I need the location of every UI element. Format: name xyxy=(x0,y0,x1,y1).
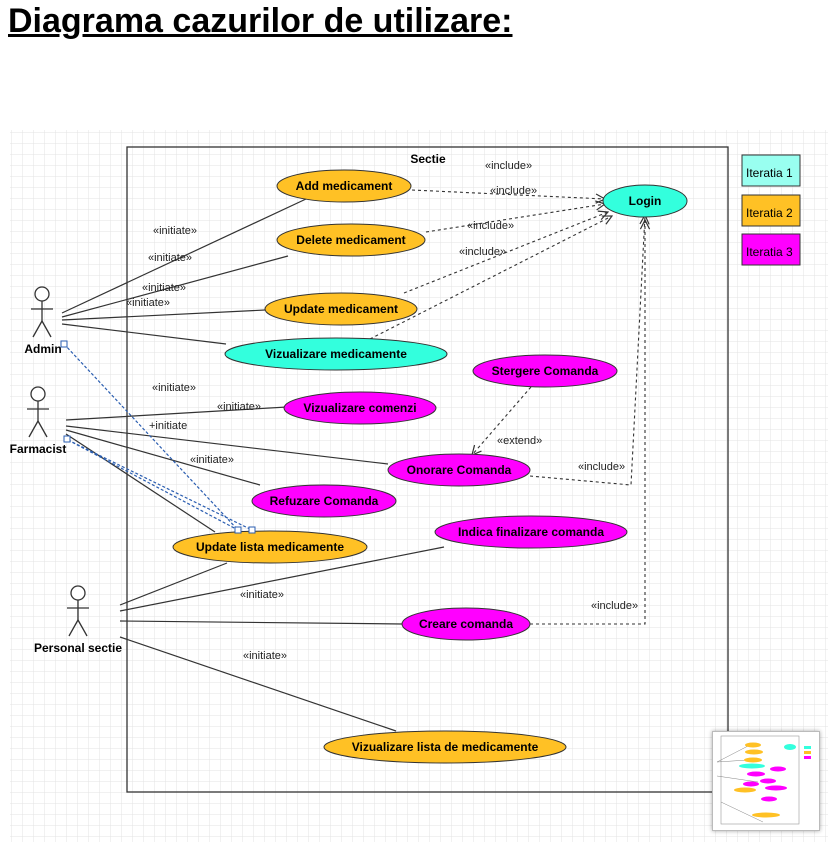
actor-label: Farmacist xyxy=(10,442,67,456)
use-case-creare-comanda[interactable]: Creare comanda xyxy=(401,607,531,641)
svg-text:Stergere Comanda: Stergere Comanda xyxy=(492,364,599,378)
svg-text:Update medicament: Update medicament xyxy=(284,302,398,316)
label-initiate: «initiate» xyxy=(190,454,234,466)
selection-handles[interactable] xyxy=(60,340,256,534)
use-case-vizualizare-medicamente[interactable]: Vizualizare medicamente xyxy=(224,337,448,371)
use-case-onorare-comanda[interactable]: Onorare Comanda xyxy=(387,453,531,487)
legend-item-iteratia-1: Iteratia 1 xyxy=(741,154,801,187)
svg-text:Iteratia 2: Iteratia 2 xyxy=(746,206,793,220)
actor-label: Personal sectie xyxy=(34,641,122,655)
use-case-refuzare-comanda[interactable]: Refuzare Comanda xyxy=(251,484,397,518)
selected-link-farmacist xyxy=(67,439,239,531)
label-include: «include» xyxy=(578,461,625,473)
assoc-personal-viz-lista xyxy=(119,636,397,732)
legend: Iteratia 1 Iteratia 2 Iteratia 3 xyxy=(741,154,801,266)
selected-link-admin xyxy=(63,343,239,531)
assoc-farmacist-onorare xyxy=(65,425,389,465)
svg-text:Indica finalizare comanda: Indica finalizare comanda xyxy=(458,525,604,539)
assoc-farmacist-refuzare xyxy=(65,429,261,486)
assoc-farmacist-viz-com xyxy=(65,406,288,421)
assoc-farmacist-update-lista xyxy=(65,433,216,533)
use-case-vizualizare-lista-de-medicamente[interactable]: Vizualizare lista de medicamente xyxy=(323,730,567,764)
assoc-admin-add xyxy=(61,198,307,314)
label-initiate: «initiate» xyxy=(152,382,196,394)
legend-item-iteratia-2: Iteratia 2 xyxy=(741,194,801,227)
selection-handle xyxy=(248,526,256,534)
assoc-personal-indica xyxy=(119,546,445,612)
svg-text:Creare comanda: Creare comanda xyxy=(419,617,513,631)
dependency-arrows xyxy=(369,189,645,625)
label-initiate: «initiate» xyxy=(153,225,197,237)
assoc-admin-delete xyxy=(61,255,289,318)
selected-link-farmacist-2 xyxy=(67,439,253,531)
use-case-update-medicament[interactable]: Update medicament xyxy=(264,292,418,326)
diagram-canvas xyxy=(10,130,828,842)
label-include: «include» xyxy=(467,220,514,232)
include-creare-login xyxy=(530,220,645,625)
use-case-stergere-comanda[interactable]: Stergere Comanda xyxy=(472,354,618,388)
actors xyxy=(27,286,89,637)
svg-text:Delete medicament: Delete medicament xyxy=(296,233,405,247)
association-lines xyxy=(61,198,445,732)
label-include: «include» xyxy=(490,185,537,197)
minimap-preview xyxy=(716,735,811,825)
selection-handle xyxy=(60,340,68,348)
label-initiate-plain: +initiate xyxy=(149,420,187,432)
actor-farmacist-icon[interactable] xyxy=(27,386,49,438)
actor-label: Admin xyxy=(24,342,61,356)
svg-text:Iteratia 1: Iteratia 1 xyxy=(746,166,793,180)
svg-text:Update lista medicamente: Update lista medicamente xyxy=(196,540,344,554)
actor-personal-sectie-icon[interactable] xyxy=(67,585,89,637)
assoc-admin-update xyxy=(61,309,266,321)
assoc-personal-update-lista xyxy=(119,562,228,606)
label-include: «include» xyxy=(459,246,506,258)
use-case-vizualizare-comenzi[interactable]: Vizualizare comenzi xyxy=(283,391,437,425)
selection-handle xyxy=(63,435,71,443)
relation-labels: «initiate» «initiate» «initiate» «initia… xyxy=(126,160,638,662)
use-case-delete-medicament[interactable]: Delete medicament xyxy=(276,223,426,257)
svg-text:Iteratia 3: Iteratia 3 xyxy=(746,245,793,259)
svg-text:Add medicament: Add medicament xyxy=(296,179,393,193)
label-initiate: «initiate» xyxy=(142,282,186,294)
actor-admin-icon[interactable] xyxy=(31,286,53,338)
label-initiate: «initiate» xyxy=(148,252,192,264)
legend-item-iteratia-3: Iteratia 3 xyxy=(741,233,801,266)
label-extend: «extend» xyxy=(497,435,542,447)
svg-text:Vizualizare lista de medicamen: Vizualizare lista de medicamente xyxy=(352,740,539,754)
label-include: «include» xyxy=(591,600,638,612)
include-add-login xyxy=(411,189,605,199)
use-cases: Add medicament Delete medicament Update … xyxy=(172,169,688,764)
use-case-add-medicament[interactable]: Add medicament xyxy=(276,169,412,203)
actor-labels: Admin Farmacist Personal sectie xyxy=(10,342,123,655)
assoc-admin-viz-med xyxy=(61,323,227,345)
label-include: «include» xyxy=(485,160,532,172)
include-delete-login xyxy=(425,204,605,233)
svg-text:Vizualizare medicamente: Vizualizare medicamente xyxy=(265,347,407,361)
label-initiate: «initiate» xyxy=(217,401,261,413)
diagram-minimap[interactable] xyxy=(712,731,820,831)
svg-text:Refuzare Comanda: Refuzare Comanda xyxy=(270,494,379,508)
label-initiate: «initiate» xyxy=(240,589,284,601)
svg-text:Onorare Comanda: Onorare Comanda xyxy=(407,463,512,477)
page-title: Diagrama cazurilor de utilizare: xyxy=(8,2,513,40)
svg-text:Login: Login xyxy=(629,194,662,208)
include-update-login xyxy=(403,212,608,294)
label-initiate: «initiate» xyxy=(126,297,170,309)
selected-links xyxy=(63,343,253,531)
selection-handle xyxy=(234,526,242,534)
svg-text:Vizualizare comenzi: Vizualizare comenzi xyxy=(303,401,416,415)
system-label: Sectie xyxy=(410,152,446,166)
assoc-personal-creare xyxy=(119,620,403,625)
use-case-update-lista-medicamente[interactable]: Update lista medicamente xyxy=(172,530,368,564)
label-initiate: «initiate» xyxy=(243,650,287,662)
use-case-indica-finalizare-comanda[interactable]: Indica finalizare comanda xyxy=(434,515,628,549)
use-case-login[interactable]: Login xyxy=(602,184,688,218)
